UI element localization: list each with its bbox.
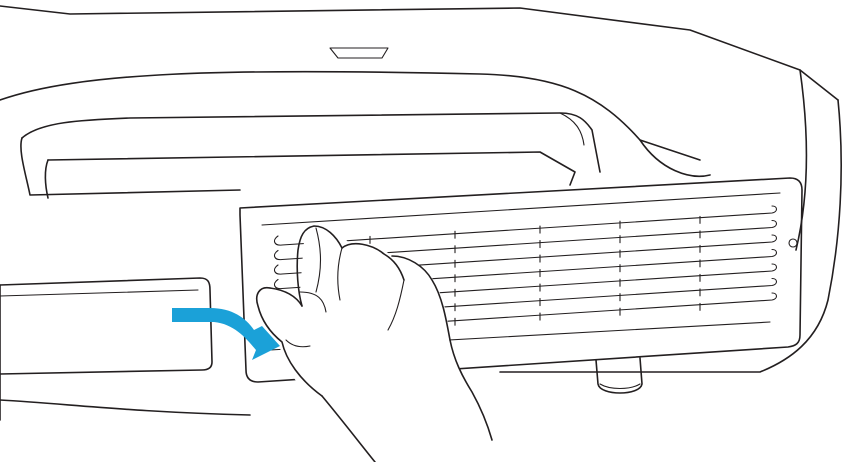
louver-row: [273, 205, 778, 246]
projector-body: [0, 5, 842, 421]
lens-foot: [595, 357, 643, 394]
pull-direction-arrow: [172, 308, 280, 360]
recessed-channel: [20, 112, 601, 199]
side-panel: [0, 277, 213, 375]
louver-row: [273, 234, 778, 275]
hand: [255, 225, 493, 462]
louver-row: [273, 219, 778, 261]
vent-slot: [329, 47, 389, 59]
louver-row: [273, 248, 778, 290]
screw-hole: [788, 238, 798, 248]
